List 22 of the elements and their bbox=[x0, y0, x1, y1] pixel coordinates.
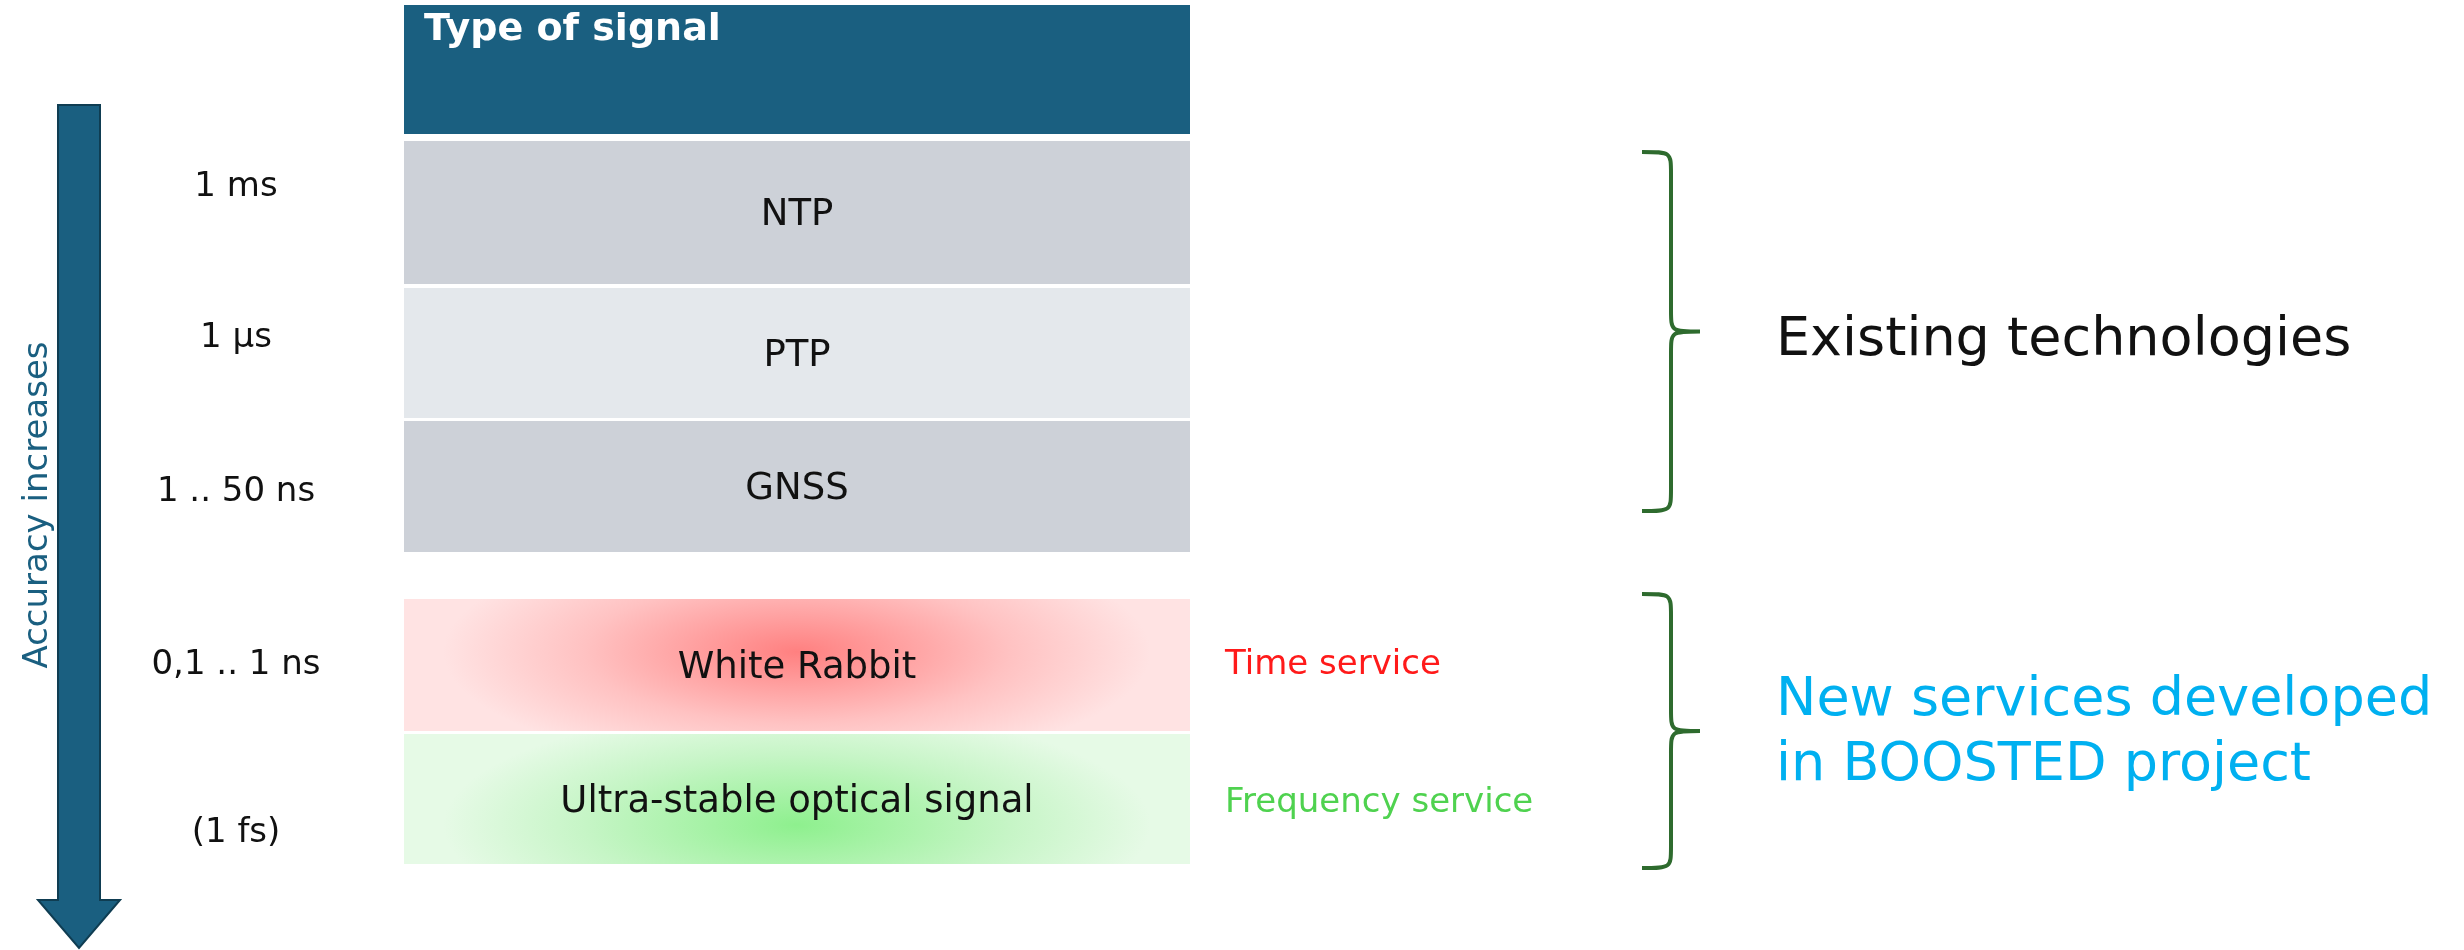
service-label: Time service bbox=[1225, 642, 1441, 682]
table-row bbox=[404, 288, 1190, 418]
header-cell bbox=[404, 5, 1190, 134]
group-label: New services developed in BOOSTED project bbox=[1776, 665, 2434, 795]
service-label: Frequency service bbox=[1225, 780, 1534, 820]
group-label: Existing technologies bbox=[1776, 305, 2353, 370]
axis-label: Accuracy increases bbox=[15, 341, 55, 669]
row-text: Ultra-stable optical signal bbox=[560, 777, 1034, 821]
accuracy-value: 1 µs bbox=[200, 315, 272, 355]
row-text: NTP bbox=[760, 191, 834, 234]
table-row bbox=[404, 734, 1190, 864]
row-text: GNSS bbox=[745, 465, 849, 508]
header-text: Type of signal bbox=[424, 5, 721, 49]
accuracy-value: 1 .. 50 ns bbox=[156, 469, 316, 509]
table-row bbox=[404, 141, 1190, 284]
table-row bbox=[404, 421, 1190, 552]
accuracy-value: (1 fs) bbox=[191, 810, 281, 850]
accuracy-value: 1 ms bbox=[194, 164, 278, 204]
row-text: PTP bbox=[763, 331, 831, 375]
row-text: White Rabbit bbox=[677, 643, 917, 687]
accuracy-value: 0,1 .. 1 ns bbox=[151, 642, 321, 682]
table-row bbox=[404, 599, 1190, 731]
